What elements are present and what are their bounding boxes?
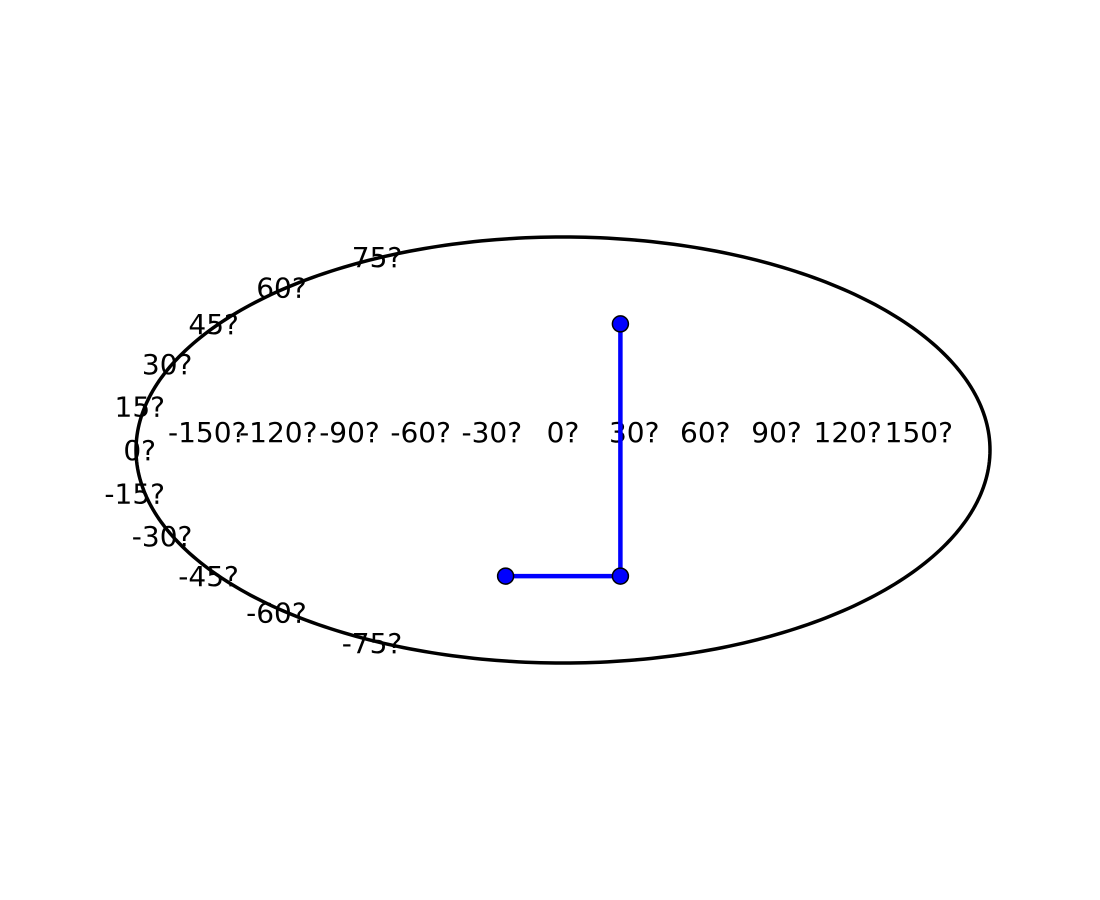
x-tick-label: 0? — [547, 416, 580, 449]
data-point — [496, 567, 515, 585]
y-tick-label: -15? — [104, 478, 165, 511]
x-tick-label: -120? — [239, 416, 317, 449]
series-layer — [496, 315, 630, 585]
x-tick-label: -150? — [168, 416, 246, 449]
longitude-tick-labels: -150?-120?-90? -60? -30? 0? 30? 60? 90? 120?150… — [168, 416, 953, 449]
x-tick-label: 150? — [885, 416, 953, 449]
map-outline — [134, 235, 992, 665]
x-tick-label: 30? — [609, 416, 660, 449]
y-tick-label: 0? — [123, 434, 156, 467]
data-point — [611, 567, 630, 585]
y-tick-label: -60? — [246, 596, 307, 629]
x-tick-label: -60? — [390, 416, 451, 449]
data-point — [611, 315, 630, 333]
x-tick-label: 90? — [751, 416, 802, 449]
y-tick-label: -45? — [178, 560, 239, 593]
x-tick-label: 60? — [680, 416, 731, 449]
series-line — [503, 321, 623, 579]
x-tick-label: -90? — [319, 416, 380, 449]
y-tick-label: -75? — [342, 627, 403, 660]
x-tick-label: 120? — [814, 416, 882, 449]
x-tick-label: -30? — [462, 416, 523, 449]
y-tick-label: 45? — [188, 308, 239, 341]
